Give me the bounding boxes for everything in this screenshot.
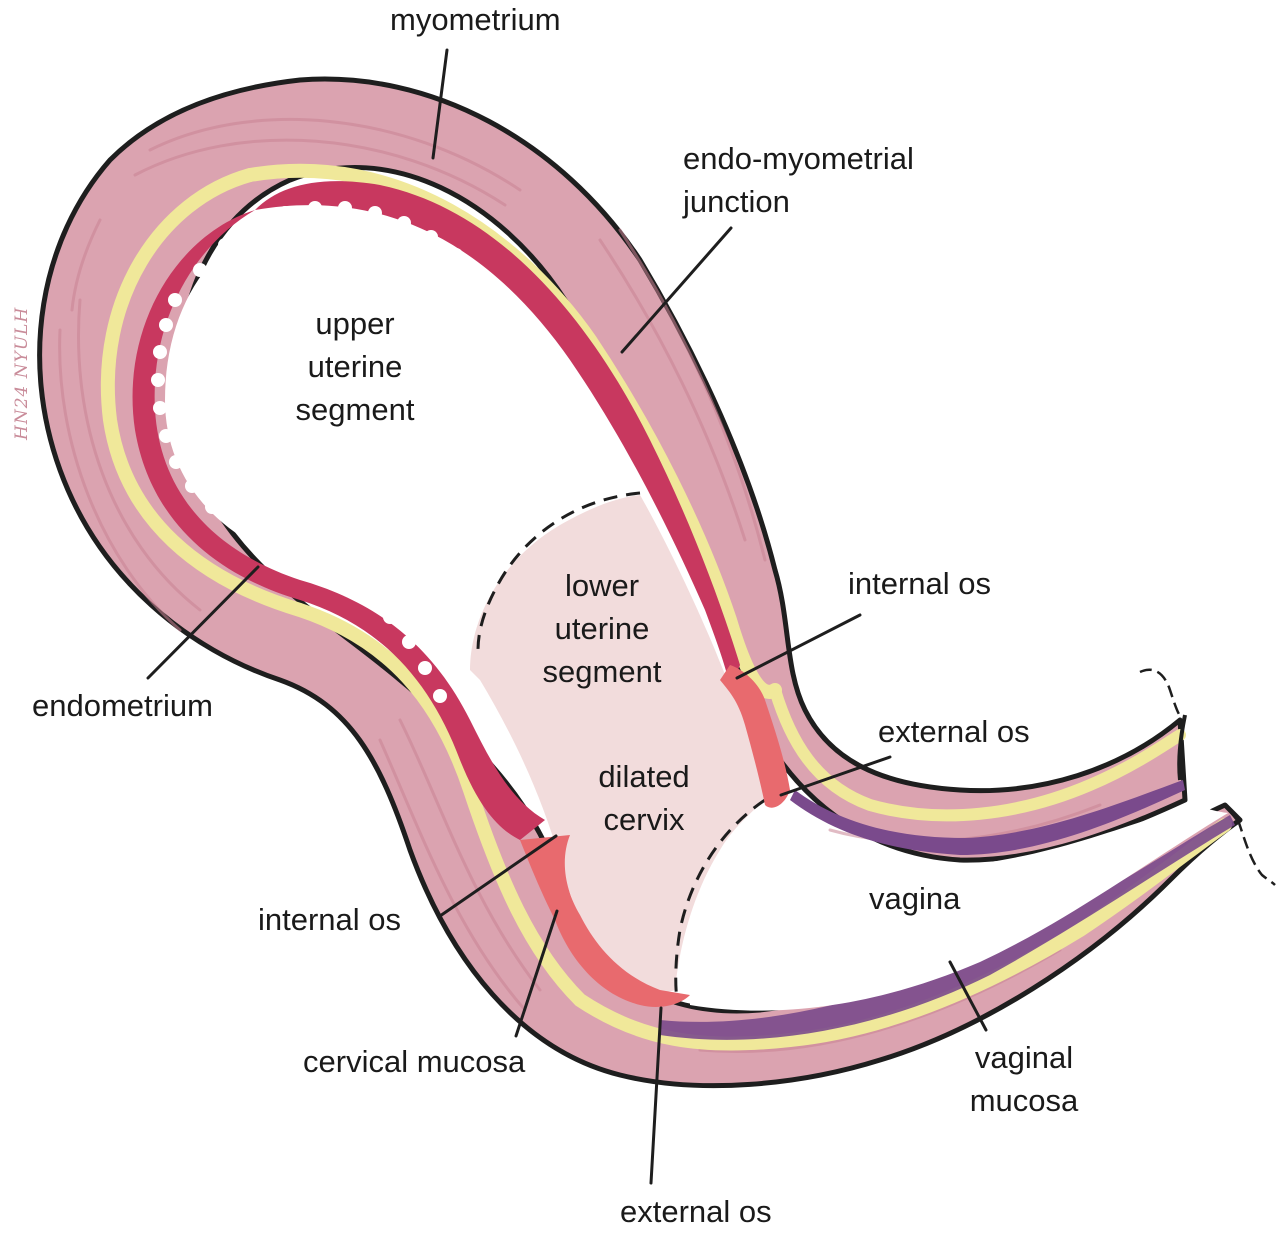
label-vaginal-line1: vaginal [974,1040,1074,1075]
label-endo-myometrial-junction: endo-myometrial junction [683,137,914,223]
label-external-os-right: external os [878,714,1030,749]
internal-os-dashed-boundary [476,491,641,651]
vagina-cut-edge-top [1139,668,1184,721]
label-dilated-line2: cervix [603,802,685,837]
cervical-mucosa-right [720,665,790,808]
label-vagina: vagina [869,881,961,916]
external-os-dashed-boundary [674,798,766,1001]
label-vaginal-line2: mucosa [969,1083,1079,1118]
label-lower-line1: lower [564,568,640,603]
label-endo-myometrial-line2: junction [683,184,790,219]
leader-lines [146,48,988,1185]
label-upper-line3: segment [295,392,415,427]
myometrium-streaks [58,118,1102,1054]
label-lower-uterine-segment: lower uterine segment [543,564,662,693]
label-endometrium: endometrium [32,688,213,723]
label-dilated-line1: dilated [598,759,690,794]
label-vaginal-mucosa: vaginal mucosa [970,1036,1079,1122]
label-myometrium: myometrium [390,2,561,37]
vagina-cut-edge-bottom [1236,819,1276,886]
lower-segment-cavity [470,495,771,992]
label-dilated-cervix: dilated cervix [598,755,689,841]
vaginal-lumen [690,805,1228,1011]
label-endo-myometrial-line1: endo-myometrial [683,141,914,176]
artist-signature: HN24 NYULH [12,306,32,440]
label-upper-line2: uterine [307,349,403,384]
cervical-mucosa-left [520,835,690,1007]
label-cervical-mucosa: cervical mucosa [303,1044,526,1079]
myometrium-layer [37,76,1243,1089]
endometrium-layer [255,181,740,690]
label-upper-line1: upper [315,306,395,341]
label-external-os-bottom: external os [620,1194,772,1229]
label-internal-os-right: internal os [848,566,992,601]
label-upper-uterine-segment: upper uterine segment [296,302,415,431]
label-internal-os-left: internal os [258,902,402,937]
label-lower-line3: segment [542,654,662,689]
label-lower-line2: uterine [554,611,650,646]
vaginal-mucosa-upper [790,780,1185,855]
